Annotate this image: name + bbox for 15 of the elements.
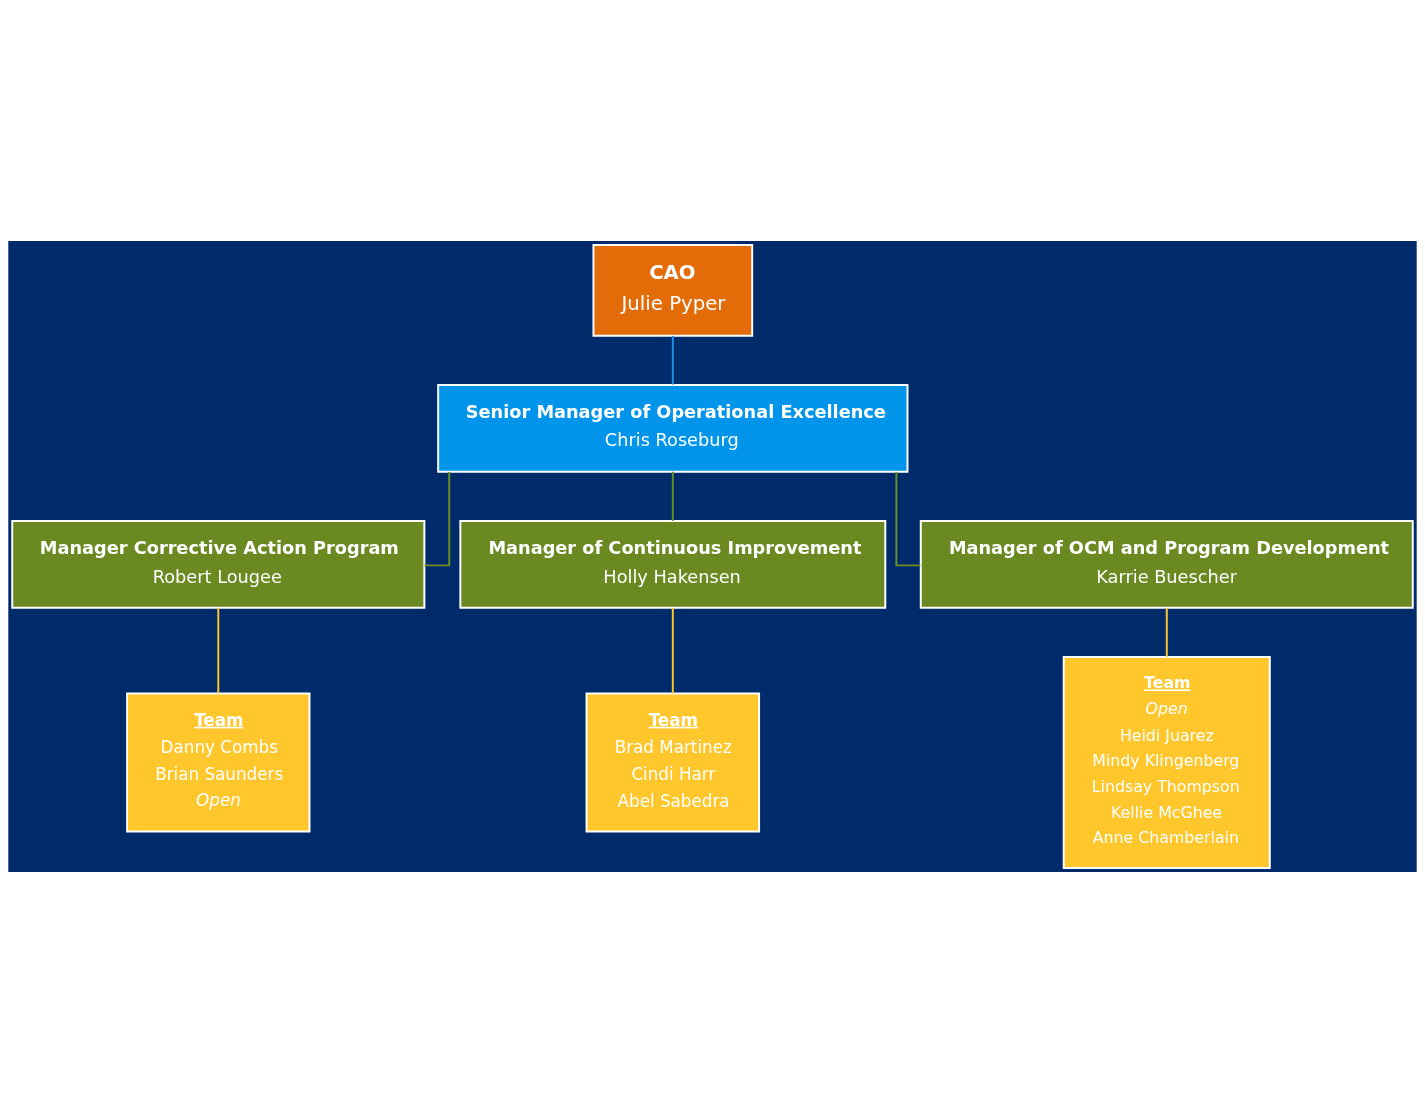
connector [423, 470, 451, 566]
connector [671, 470, 674, 522]
connector [1165, 606, 1168, 658]
connector [671, 606, 674, 694]
node-box: Manager of Continuous Improvement Holly Hakensen [459, 519, 887, 609]
node-box: Senior Manager of Operational Excellence Chris Roseburg [437, 383, 909, 473]
node-box: Team Brad Martinez Cindi Harr Abel Sabedra [585, 692, 761, 833]
node-box: Team Danny Combs Brian Saunders Open [126, 692, 311, 833]
node-box: CAO Julie Pyper [592, 243, 754, 337]
connector [671, 334, 674, 386]
connector [895, 470, 922, 566]
connector [217, 606, 220, 694]
node-box: Manager Corrective Action Program Robert Lougee [11, 519, 426, 609]
node-box: Manager of OCM and Program Development Karrie Buescher [919, 519, 1414, 609]
node-box: Team Open Heidi Juarez Mindy Klingenberg Lindsay Thompson Kellie McGhee Anne Chamberlain [1062, 655, 1271, 869]
